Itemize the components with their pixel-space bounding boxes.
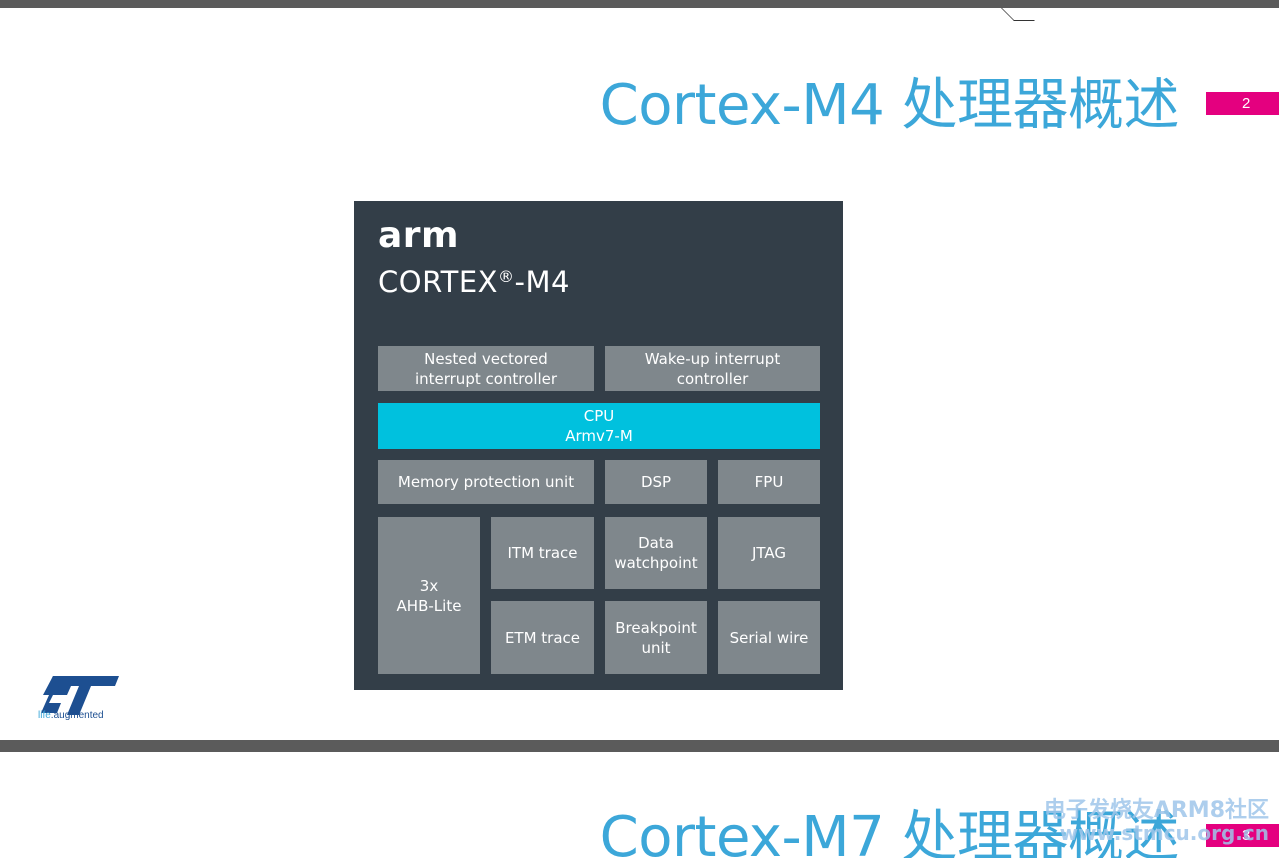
block-etm-label: ETM trace <box>504 628 581 647</box>
slide-title-next: Cortex-M7 处理器概述 <box>599 805 1180 858</box>
block-nvic: Nested vectored interrupt controller <box>378 346 594 391</box>
product-name: CORTEX®-M4 <box>378 265 570 299</box>
block-ahb-label: 3x AHB-Lite <box>396 576 462 615</box>
st-tagline-prefix: life <box>38 710 51 721</box>
block-mpu-label: Memory protection unit <box>397 473 575 491</box>
watermark-url: www.stmcu.org.cn <box>1059 821 1269 845</box>
block-ahb-lite: 3x AHB-Lite <box>378 517 480 674</box>
block-fpu: FPU <box>718 460 820 504</box>
st-tagline: life.augmented <box>38 710 104 721</box>
block-mpu: Memory protection unit <box>378 460 594 504</box>
block-wic: Wake-up interrupt controller <box>605 346 820 391</box>
block-dsp: DSP <box>605 460 707 504</box>
registered-mark: ® <box>498 267 515 286</box>
slide-page-3: Cortex-M7 处理器概述 3 电子发烧友ARM8社区 www.stmcu.… <box>0 752 1279 858</box>
block-jtag: JTAG <box>718 517 820 589</box>
slide-title: Cortex-M4 处理器概述 <box>599 73 1180 138</box>
st-tagline-suffix: .augmented <box>50 710 104 721</box>
block-swd-label: Serial wire <box>729 628 809 647</box>
block-nvic-label: Nested vectored interrupt controller <box>414 349 558 388</box>
product-name-text: CORTEX <box>378 265 499 299</box>
watermark: 电子发烧友ARM8社区 www.stmcu.org.cn <box>1043 798 1269 845</box>
block-jtag-label: JTAG <box>751 544 787 562</box>
block-data-watchpoint: Data watchpoint <box>605 517 707 589</box>
slide-page-2: Cortex-M4 处理器概述 2 arm CORTEX®-M4 Nested … <box>0 8 1279 740</box>
block-fpu-label: FPU <box>754 473 784 491</box>
block-serial-wire: Serial wire <box>718 601 820 674</box>
st-logo-icon <box>41 676 119 715</box>
block-bpu-label: Breakpoint unit <box>615 618 697 657</box>
block-breakpoint-unit: Breakpoint unit <box>605 601 707 674</box>
block-itm-label: ITM trace <box>507 544 578 562</box>
page-number-badge-next: 3 <box>1206 824 1279 847</box>
block-cpu-label: CPU Armv7-M <box>565 407 633 445</box>
block-dwt-label: Data watchpoint <box>614 534 698 572</box>
product-suffix: -M4 <box>514 265 570 299</box>
watermark-cn: 电子发烧友ARM8社区 <box>1043 798 1269 823</box>
block-etm-trace: ETM trace <box>491 601 594 674</box>
block-cpu: CPU Armv7-M <box>378 403 820 449</box>
block-wic-label: Wake-up interrupt controller <box>644 349 781 388</box>
block-dsp-label: DSP <box>640 473 672 491</box>
corner-decoration <box>995 8 1035 21</box>
page-number-badge: 2 <box>1206 92 1279 115</box>
arm-cortex-m4-diagram: arm CORTEX®-M4 Nested vectored interrupt… <box>354 201 843 690</box>
arm-logo: arm <box>378 215 460 256</box>
block-itm-trace: ITM trace <box>491 517 594 589</box>
